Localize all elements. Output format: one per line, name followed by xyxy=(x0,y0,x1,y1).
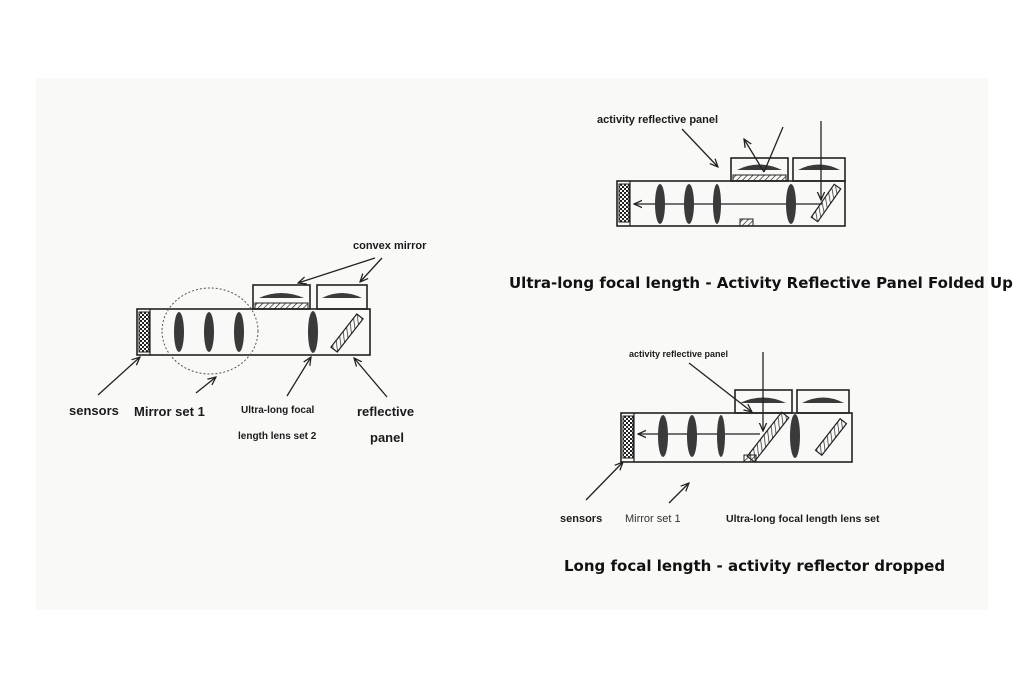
br-mirror-set-arrow xyxy=(668,483,689,504)
left-mirror-set-1-label: Mirror set 1 xyxy=(134,404,205,419)
br-lens-2 xyxy=(687,415,697,457)
tr-reflected-path-2 xyxy=(744,139,765,173)
tr-convex-mirror-1 xyxy=(737,164,782,170)
left-sensors-label: sensors xyxy=(69,403,119,418)
left-convex-mirror-1 xyxy=(259,293,304,298)
tr-reflected-path xyxy=(763,126,784,173)
left-lens-3 xyxy=(234,312,244,352)
tr-sensor-block xyxy=(618,183,630,223)
left-lens-set-2 xyxy=(308,311,318,353)
left-sensors-arrow xyxy=(97,357,140,396)
left-lens-set-2-arrow xyxy=(286,357,311,397)
left-mirror-set-arrow xyxy=(195,377,216,394)
tr-caption: Ultra-long focal length - Activity Refle… xyxy=(509,274,1013,292)
br-sensor-block xyxy=(622,415,634,459)
top-right-diagram: activity reflective panel Ultra-long foc… xyxy=(509,114,1013,292)
left-reflective-label-line2: panel xyxy=(370,430,404,445)
br-caption: Long focal length - activity reflector d… xyxy=(564,557,945,575)
br-convex-mirror-2 xyxy=(802,397,844,403)
tr-folded-activity-panel xyxy=(732,174,787,182)
br-sensors-arrow xyxy=(585,462,623,501)
br-panel-hinge xyxy=(743,454,757,463)
left-lens-2 xyxy=(204,312,214,352)
br-main-housing xyxy=(620,412,853,463)
left-lens-set-2-label-line2: length lens set 2 xyxy=(238,431,317,442)
convex-mirror-arrow-1 xyxy=(298,257,376,283)
br-activity-panel-label: activity reflective panel xyxy=(629,349,728,359)
br-lens-3 xyxy=(717,415,725,457)
tr-panel-hinge xyxy=(739,218,754,227)
tr-convex-mirror-2 xyxy=(798,164,840,170)
tr-activity-panel-arrow xyxy=(681,128,718,167)
bottom-right-diagram: activity reflective panel sensors Mirror… xyxy=(560,349,945,575)
mirror-set-1-highlight xyxy=(161,287,259,375)
br-activity-reflector-dropped xyxy=(746,411,790,463)
left-reflective-panel-arrow xyxy=(354,358,388,398)
left-convex-mirror-2 xyxy=(322,293,362,298)
left-convex-mirror-box-2 xyxy=(316,284,368,310)
tr-activity-panel-label: activity reflective panel xyxy=(597,114,718,126)
br-lens-set xyxy=(790,414,800,458)
convex-mirror-label: convex mirror xyxy=(353,240,427,252)
br-sensors-label: sensors xyxy=(560,513,602,525)
br-activity-panel-arrow xyxy=(688,362,752,412)
left-reflective-panel xyxy=(330,313,364,353)
left-lens-set-2-label-line1: Ultra-long focal xyxy=(241,405,315,416)
left-reflective-label-line1: reflective xyxy=(357,404,414,419)
br-reflective-panel xyxy=(814,417,848,457)
left-folded-activity-panel xyxy=(254,302,309,310)
left-lens-1 xyxy=(174,312,184,352)
tr-lens-2 xyxy=(684,184,694,224)
convex-mirror-arrow-2 xyxy=(360,257,383,282)
tr-lens-3 xyxy=(713,184,721,224)
tr-convex-mirror-box-2 xyxy=(792,157,846,182)
tr-lens-1 xyxy=(655,184,665,224)
tr-lens-set xyxy=(786,184,796,224)
br-lens-1 xyxy=(658,415,668,457)
br-mirror-set-1-label: Mirror set 1 xyxy=(625,513,681,525)
br-convex-mirror-box-2 xyxy=(796,389,850,414)
br-lens-set-label: Ultra-long focal length lens set xyxy=(726,513,880,525)
left-sensor-block xyxy=(138,311,150,353)
tr-reflective-panel xyxy=(810,183,842,223)
left-diagram: convex mirror sensors Mirror set 1 Ultra… xyxy=(69,240,427,445)
